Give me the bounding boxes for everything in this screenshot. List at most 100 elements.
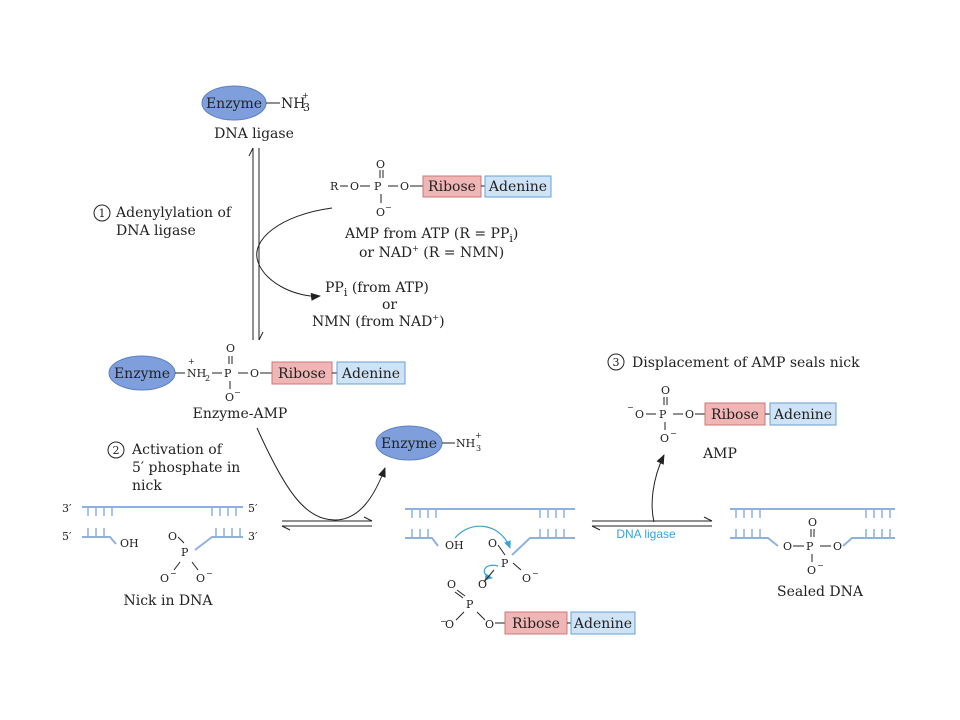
oh-group: OH (445, 539, 464, 552)
amp-source-line1: AMP from ATP (R = PPi) (344, 226, 518, 245)
enzyme-label: Enzyme (381, 436, 437, 452)
adenine-label: Adenine (341, 366, 400, 382)
amp-donor-structure: R O P O O − O Ribose Adenine (330, 158, 552, 219)
nick-in-dna: 3′ 5′ 5′ OH O P O − O − 3′ Nick in DN (62, 502, 258, 609)
released-enzyme: Enzyme NH 3 + (375, 425, 482, 461)
o-atom: O (685, 408, 694, 421)
o-atom: O (783, 540, 792, 553)
r-group: R (330, 180, 339, 193)
product-line1: PPi (from ATP) (325, 280, 429, 299)
dna-ligase-caption: DNA ligase (214, 126, 294, 142)
step2-number: 2 (113, 444, 120, 457)
sealed-caption: Sealed DNA (777, 584, 864, 600)
o-minus: O (635, 408, 644, 421)
adenine-label: Adenine (773, 407, 832, 423)
o-double-bond: O (376, 158, 385, 171)
p-atom: P (501, 557, 509, 570)
step2-equilibrium-arrows (281, 516, 373, 531)
o-atom: O (250, 367, 259, 380)
ribose-label: Ribose (512, 616, 560, 632)
sealed-dna: O P O O − O Sealed DNA (730, 508, 895, 600)
step1-curved-arrow (256, 207, 333, 301)
o-minus: O (807, 564, 816, 577)
step1-products: PPi (from ATP) or NMN (from NAD+) (312, 280, 445, 330)
amp-caption: AMP (702, 446, 737, 462)
step3-curved-arrow (651, 454, 665, 523)
o-minus-2: O (660, 432, 669, 445)
step2-label-line3: nick (132, 478, 162, 494)
nh2-charge: + (188, 357, 195, 366)
o-double-bond: O (447, 578, 456, 591)
step1-label-line2: DNA ligase (116, 223, 196, 239)
free-enzyme-top: Enzyme NH 3 + DNA ligase (201, 85, 310, 142)
step3-label-text: Displacement of AMP seals nick (632, 355, 860, 371)
enzyme-amp-structure: Enzyme + NH 2 P O O − O Ribose Adenine E… (108, 342, 406, 422)
o-double-bond: O (661, 384, 670, 397)
p-atom: P (181, 546, 189, 559)
step3-label: 3 Displacement of AMP seals nick (607, 353, 860, 371)
step2-label-line2: 5′ phosphate in (132, 460, 240, 476)
nh3-subscript: 3 (476, 444, 481, 453)
five-prime-top-right: 5′ (248, 502, 258, 515)
nick-caption: Nick in DNA (123, 593, 213, 609)
minus-charge: − (234, 388, 241, 397)
p-atom: P (224, 367, 232, 380)
activated-nick: OH O P O − O O P − O O Ribose Adenine (405, 508, 636, 635)
minus-charge: − (170, 569, 177, 578)
o-atom-3: O (485, 618, 494, 631)
ribose-label: Ribose (428, 179, 476, 195)
o-atom-2: O (400, 180, 409, 193)
vertical-equilibrium-arrows (248, 147, 264, 341)
o-minus: O (522, 572, 531, 585)
minus-charge-2: − (670, 429, 677, 438)
minus-charge: − (627, 403, 634, 412)
product-line2: or (382, 297, 397, 313)
oh-group: OH (120, 537, 139, 550)
amp-source-line2: or NAD+ (R = NMN) (359, 244, 504, 261)
three-prime-top-left: 3′ (62, 502, 72, 515)
p-atom: P (374, 180, 382, 193)
minus-charge-2: − (440, 617, 447, 626)
catalyst-label: DNA ligase (616, 527, 676, 541)
p-atom: P (659, 408, 667, 421)
nh3-subscript: 3 (303, 101, 310, 114)
o-double-bond: O (226, 342, 235, 355)
nh2-subscript: 2 (205, 374, 210, 383)
enzyme-label: Enzyme (114, 366, 170, 382)
o-minus: O (376, 206, 385, 219)
adenine-label: Adenine (573, 616, 632, 632)
step3-equilibrium-arrows: DNA ligase (591, 516, 713, 541)
five-prime-bottom-left: 5′ (62, 530, 72, 543)
enzyme-amp-caption: Enzyme-AMP (193, 406, 288, 422)
o-double-bond: O (808, 516, 817, 529)
minus-charge: − (532, 569, 539, 578)
nh2-label: NH (187, 367, 206, 380)
step2-label: 2 Activation of 5′ phosphate in nick (107, 441, 240, 494)
released-amp: − O P O O − O Ribose Adenine AMP (627, 384, 837, 462)
minus-charge-2: − (206, 569, 213, 578)
step1-label-line1: Adenylylation of (115, 205, 233, 221)
o-atom-2: O (833, 540, 842, 553)
step1-label: 1 Adenylylation of DNA ligase (93, 204, 233, 239)
minus-charge: − (385, 203, 392, 212)
nh3-charge: + (475, 431, 482, 440)
o-atom: O (488, 537, 497, 550)
enzyme-label: Enzyme (206, 96, 262, 112)
step1-number: 1 (99, 207, 106, 220)
nh3-label: NH (281, 96, 305, 112)
step2-curved-arrow (256, 427, 386, 521)
nh3-label: NH (456, 437, 475, 450)
o-minus-left: O (160, 572, 169, 585)
p-atom: P (806, 540, 814, 553)
o-atom: O (350, 180, 359, 193)
product-line3: NMN (from NAD+) (312, 313, 445, 330)
step3-number: 3 (613, 356, 620, 369)
o-minus: O (225, 391, 234, 404)
o-bridge: O (478, 578, 487, 591)
ribose-label: Ribose (278, 366, 326, 382)
ribose-label: Ribose (711, 407, 759, 423)
three-prime-bottom-right: 3′ (248, 530, 258, 543)
step2-label-line1: Activation of (131, 442, 224, 458)
nh3-charge: + (302, 91, 309, 100)
